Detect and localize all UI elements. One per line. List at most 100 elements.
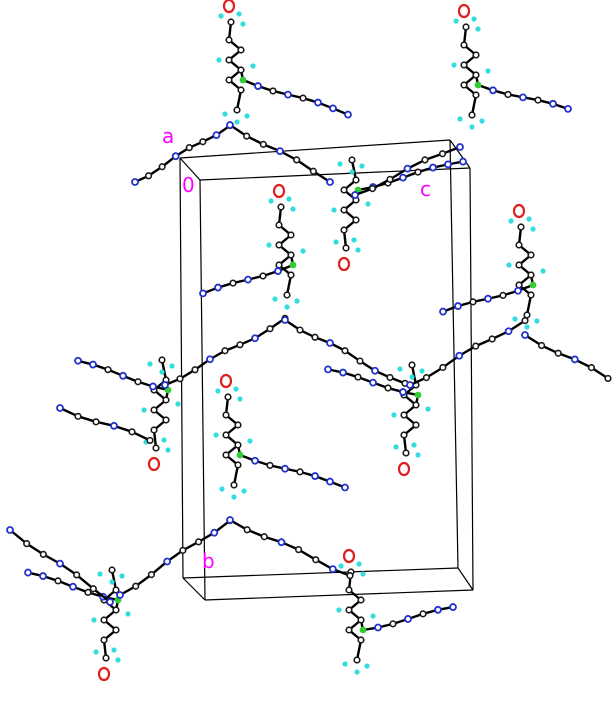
nitrogen-atom <box>6 526 14 534</box>
nitrogen-atom <box>326 477 334 486</box>
cell-edge <box>449 139 471 169</box>
carbon-atom <box>356 357 364 365</box>
carbon-atom <box>587 364 596 372</box>
nitrogen-atom <box>456 143 464 151</box>
hydrogen-atom <box>457 116 463 122</box>
carbon-atom <box>345 626 353 634</box>
hydrogen-atom <box>351 237 357 243</box>
hydrogen-atom <box>534 318 540 324</box>
oxygen-atom <box>272 183 286 199</box>
carbon-atom <box>259 140 267 148</box>
carbon-atom <box>472 91 480 99</box>
carbon-atom <box>222 411 230 419</box>
carbon-atom <box>162 396 170 404</box>
molecule <box>439 203 546 330</box>
carbon-atom <box>233 106 241 114</box>
nitrogen-atom <box>439 307 447 316</box>
carbon-atom <box>352 176 360 184</box>
carbon-atom <box>102 654 110 662</box>
carbon-atom <box>299 94 307 102</box>
carbon-atom <box>438 150 447 158</box>
carbon-atom <box>260 533 268 541</box>
hydrogen-atom <box>391 412 397 418</box>
carbon-atom <box>340 206 348 214</box>
nitrogen-atom <box>276 147 284 156</box>
axis-label-b: b <box>202 549 215 573</box>
carbon-atom <box>266 325 274 333</box>
carbon-atom <box>341 347 349 355</box>
hydrogen-atom <box>169 363 175 369</box>
nitrogen-atom <box>449 603 457 611</box>
hydrogen-atom <box>284 304 290 310</box>
oxygen-atom <box>342 548 356 564</box>
carbon-atom <box>84 588 92 596</box>
nitrogen-atom <box>369 378 377 387</box>
nitrogen-atom <box>281 316 289 324</box>
nitrogen-atom <box>56 404 64 412</box>
nitrogen-atom <box>434 605 442 614</box>
hydrogen-atom <box>241 488 247 494</box>
carbon-atom <box>158 356 166 364</box>
nitrogen-atom <box>212 131 221 140</box>
carbon-atom <box>224 393 232 401</box>
nitrogen-atom <box>69 582 77 591</box>
carbon-atom <box>517 223 525 231</box>
silicon-atom <box>239 76 247 84</box>
nitrogen-atom <box>171 152 180 161</box>
carbon-atom <box>462 23 470 31</box>
nitrogen-atom <box>149 382 157 391</box>
bridge-chain <box>56 404 154 445</box>
nitrogen-atom <box>274 267 282 275</box>
nitrogen-atom <box>399 173 407 182</box>
molecule <box>213 373 349 500</box>
hydrogen-atom <box>471 16 477 22</box>
carbon-atom <box>352 216 360 224</box>
carbon-atom <box>275 221 283 229</box>
hydrogen-atom <box>333 239 339 245</box>
nitrogen-atom <box>549 99 557 108</box>
axis-label-a: a <box>162 124 174 148</box>
carbon-atom <box>225 36 233 44</box>
carbon-atom <box>222 451 230 459</box>
bond <box>75 573 95 590</box>
hydrogen-atom <box>175 401 181 407</box>
carbon-atom <box>386 175 394 183</box>
cell-edge <box>179 157 201 181</box>
nitrogen-atom <box>326 339 334 347</box>
carbon-atom <box>266 461 274 469</box>
nitrogen-atom <box>399 388 407 396</box>
hydrogen-atom <box>240 21 246 27</box>
carbon-atom <box>237 46 245 54</box>
carbon-atom <box>499 291 507 299</box>
carbon-atom <box>384 384 392 392</box>
nitrogen-atom <box>106 598 114 606</box>
nitrogen-atom <box>119 371 127 380</box>
oxygen-atom <box>147 456 161 472</box>
hydrogen-atom <box>237 396 243 402</box>
hydrogen-atom <box>250 63 256 69</box>
hydrogen-atom <box>338 563 344 569</box>
carbon-atom <box>469 298 477 306</box>
carbon-atom <box>237 66 245 74</box>
hydrogen-atom <box>125 611 131 617</box>
nitrogen-atom <box>374 623 382 632</box>
hydrogen-atom <box>425 406 431 412</box>
carbon-atom <box>234 421 242 429</box>
nitrogen-atom <box>514 286 522 295</box>
hydrogen-atom <box>244 113 250 119</box>
nitrogen-atom <box>344 110 352 119</box>
carbon-atom <box>353 656 361 664</box>
nitrogen-atom <box>110 421 118 430</box>
oxygen-atom <box>457 3 471 19</box>
nitrogen-atom <box>341 483 349 492</box>
hydrogen-atom <box>219 486 225 492</box>
carbon-atom <box>176 375 184 383</box>
nitrogen-atom <box>429 163 437 172</box>
molecule <box>216 0 352 125</box>
carbon-atom <box>185 144 193 152</box>
hydrogen-atom <box>479 118 485 124</box>
carbon-atom <box>104 366 112 374</box>
cell-edge <box>469 167 474 591</box>
molecule <box>324 361 431 477</box>
